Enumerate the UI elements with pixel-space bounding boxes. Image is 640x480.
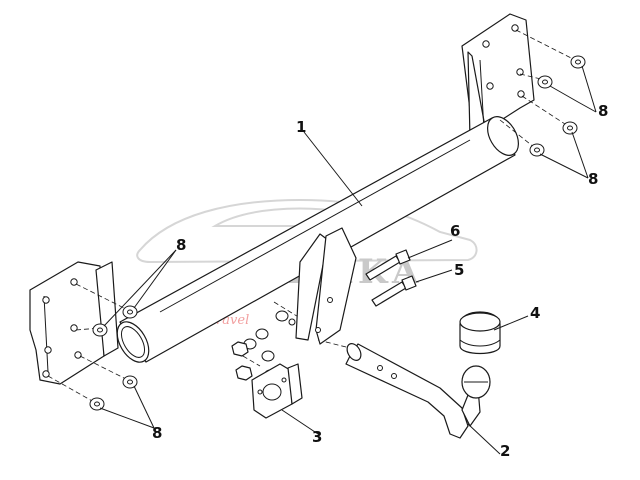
bolt-part-5 — [371, 275, 417, 307]
ball-hitch — [345, 343, 491, 439]
callout-4: 4 — [530, 304, 540, 322]
callout-8-right-upper: 8 — [598, 102, 608, 120]
callout-1: 1 — [296, 118, 306, 136]
left-mounting-bracket — [29, 261, 119, 385]
ball-mount-bracket — [288, 227, 357, 345]
callout-8-right-lower: 8 — [588, 170, 598, 188]
leader-lines — [99, 65, 597, 455]
washers-right — [529, 55, 586, 157]
watermark-car-outline — [136, 198, 478, 264]
callout-6: 6 — [450, 222, 460, 240]
callout-2: 2 — [500, 442, 510, 460]
callouts: 1 2 3 4 5 6 8 8 8 8 — [152, 102, 608, 460]
callout-5: 5 — [454, 261, 464, 279]
washers-left — [89, 305, 138, 411]
ball-cap — [459, 311, 501, 355]
callout-8-left-upper: 8 — [176, 236, 186, 254]
socket-plate — [251, 363, 303, 419]
bolt-part-6 — [365, 249, 411, 281]
callout-3: 3 — [312, 428, 322, 446]
callout-8-left-lower: 8 — [152, 424, 162, 442]
